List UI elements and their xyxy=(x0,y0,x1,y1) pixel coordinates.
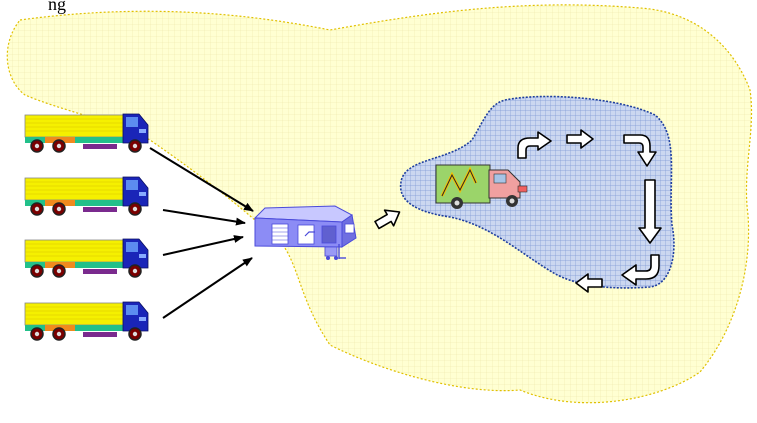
inbound-truck-2 xyxy=(24,176,149,216)
forklift-icon xyxy=(324,244,346,260)
inbound-arrow-4 xyxy=(162,257,253,319)
inbound-truck-4 xyxy=(24,301,149,341)
delivery-truck-icon xyxy=(435,164,528,209)
route-arrow-4 xyxy=(638,179,662,244)
route-arrow-5 xyxy=(621,254,660,286)
header-text-fragment: ng xyxy=(48,0,66,14)
warehouse-icon xyxy=(253,205,357,248)
inbound-truck-3 xyxy=(24,238,149,278)
inbound-arrow-3 xyxy=(162,235,244,256)
route-arrow-3 xyxy=(623,134,657,167)
inbound-truck-1 xyxy=(24,113,149,153)
route-arrow-1 xyxy=(517,131,552,159)
delivery-zone xyxy=(399,95,675,289)
inbound-arrow-2 xyxy=(162,209,246,226)
inbound-arrow-1 xyxy=(149,147,254,212)
